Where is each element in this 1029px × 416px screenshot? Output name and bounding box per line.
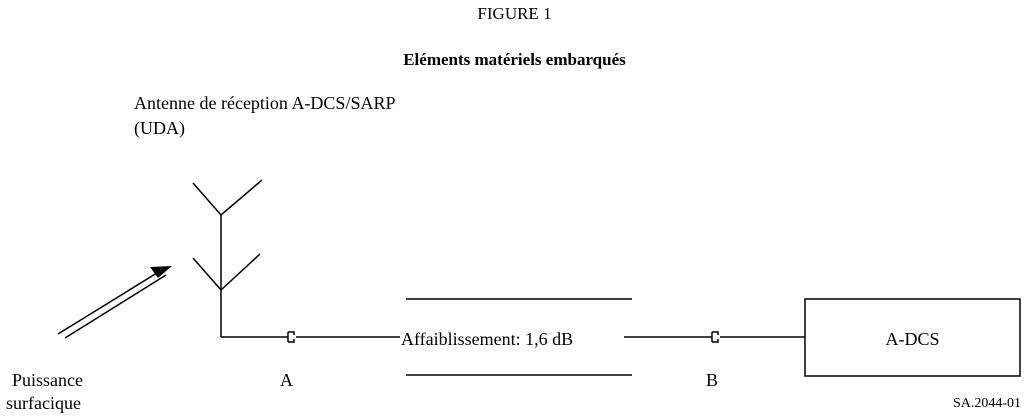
connector-b-icon (711, 331, 719, 343)
point-b-label: B (706, 370, 719, 390)
receiver-label: A-DCS (885, 329, 940, 349)
point-a-label: A (280, 370, 293, 390)
figure-title: Eléments matériels embarqués (403, 50, 626, 69)
arrow-head-icon (150, 266, 172, 278)
antenna-label-abbrev: (UDA) (134, 118, 185, 138)
antenna-icon (192, 179, 263, 337)
receiver-box (804, 298, 1021, 377)
incident-power-label-line2: surfacique (6, 393, 81, 413)
figure-reference: SA.2044-01 (952, 396, 1021, 411)
attenuation-label: Affaiblissement: 1,6 dB (400, 329, 575, 350)
incident-power-arrows-icon (57, 267, 167, 339)
figure-number: FIGURE 1 (477, 4, 552, 23)
connector-a-icon (287, 331, 295, 343)
antenna-label: Antenne de réception A-DCS/SARP (134, 93, 396, 113)
incident-power-label-line1: Puissance (12, 370, 83, 390)
